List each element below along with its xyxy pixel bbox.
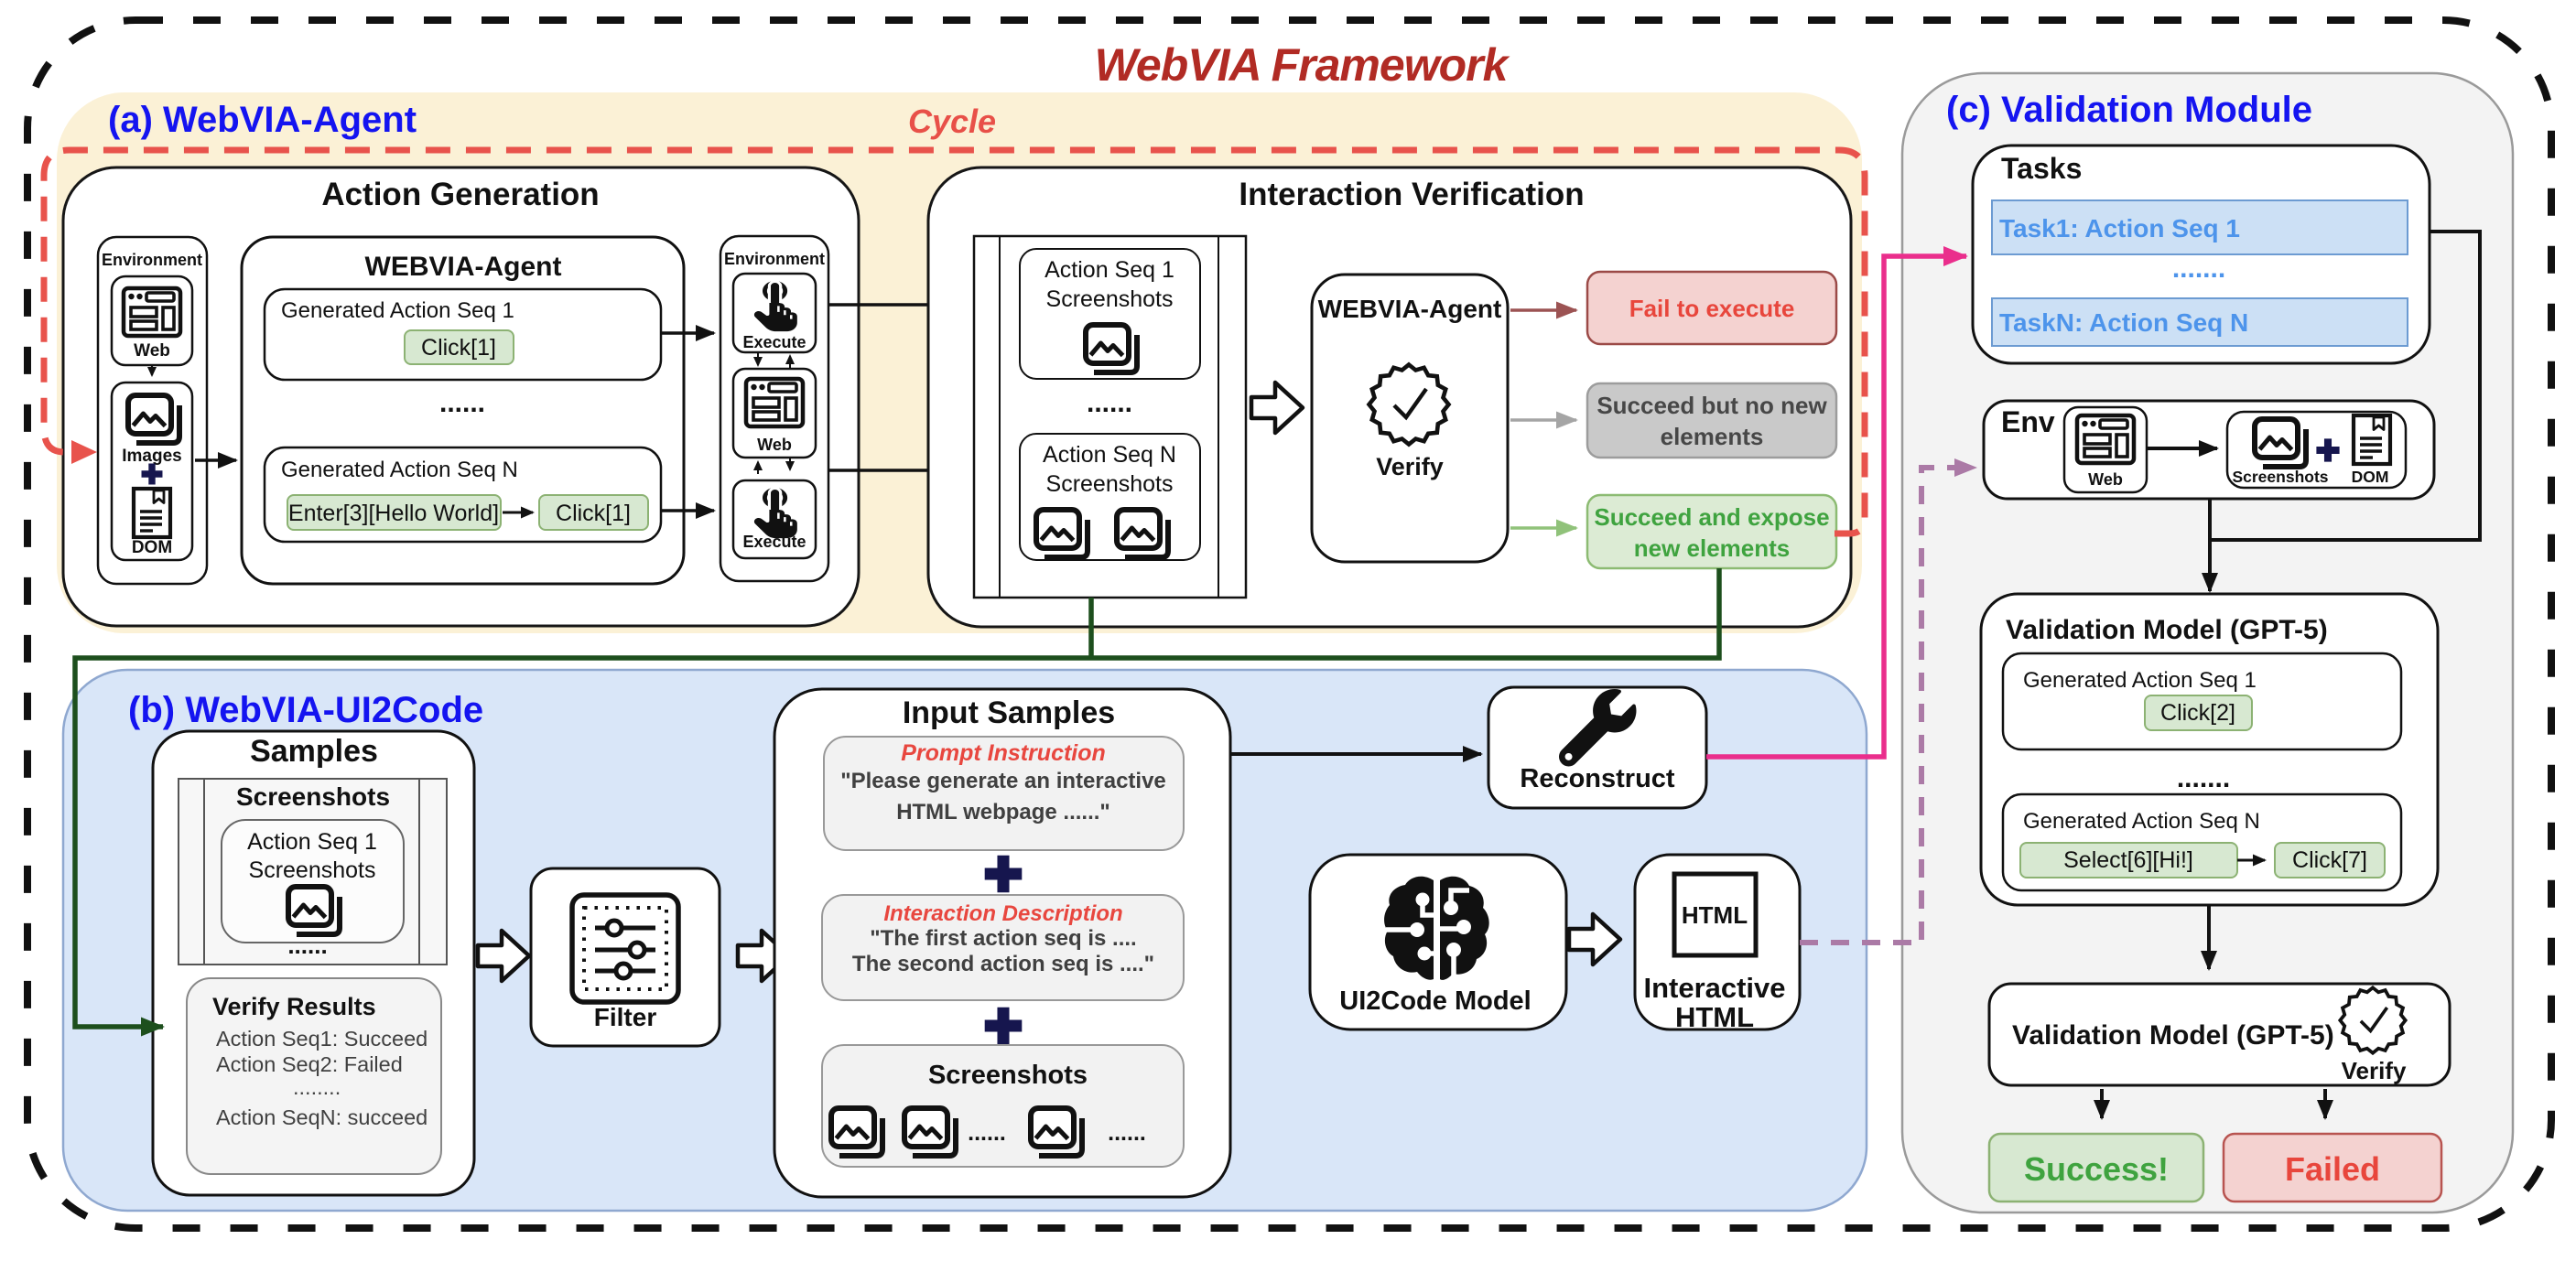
svg-text:......: ...... [1087, 388, 1132, 418]
svg-text:Screenshots: Screenshots [928, 1061, 1088, 1090]
svg-text:DOM: DOM [2352, 468, 2389, 486]
svg-text:Screenshots: Screenshots [1046, 286, 1174, 312]
svg-text:Validation Model (GPT-5): Validation Model (GPT-5) [2012, 1020, 2334, 1051]
svg-text:Interaction Description: Interaction Description [883, 901, 1122, 926]
svg-text:Interaction Verification: Interaction Verification [1239, 177, 1584, 212]
svg-text:......: ...... [1108, 1120, 1146, 1146]
svg-text:Succeed and expose: Succeed and expose [1594, 503, 1829, 531]
svg-text:new elements: new elements [1634, 534, 1791, 562]
svg-text:Task1: Action Seq 1: Task1: Action Seq 1 [1999, 214, 2240, 242]
svg-text:Web: Web [757, 436, 792, 454]
svg-text:Tasks: Tasks [2001, 152, 2082, 185]
svg-text:Validation Model (GPT-5): Validation Model (GPT-5) [2006, 615, 2328, 645]
svg-text:TaskN: Action Seq N: TaskN: Action Seq N [1999, 308, 2248, 337]
svg-text:Filter: Filter [594, 1003, 657, 1031]
svg-text:Success!: Success! [2024, 1150, 2169, 1188]
svg-text:......: ...... [287, 932, 327, 959]
svg-text:WEBVIA-Agent: WEBVIA-Agent [1318, 295, 1502, 323]
svg-text:"The first action seq is ....: "The first action seq is .... [870, 926, 1136, 951]
svg-text:.......: ....... [2172, 253, 2225, 284]
svg-text:Reconstruct: Reconstruct [1520, 764, 1675, 793]
svg-text:HTML: HTML [1675, 1001, 1754, 1033]
svg-text:Interactive: Interactive [1643, 972, 1785, 1004]
svg-text:The second action seq is ....": The second action seq is ...." [852, 952, 1154, 976]
svg-text:Generated Action Seq N: Generated Action Seq N [2023, 809, 2260, 834]
svg-text:Verify: Verify [1376, 453, 1444, 480]
svg-text:Environment: Environment [102, 251, 202, 269]
svg-text:Action Seq N: Action Seq N [1043, 442, 1176, 468]
svg-text:Screenshots: Screenshots [249, 857, 376, 883]
svg-text:.......: ....... [2177, 763, 2230, 793]
svg-text:Generated Action Seq 1: Generated Action Seq 1 [2023, 668, 2257, 693]
svg-text:Select[6][Hi!]: Select[6][Hi!] [2063, 847, 2193, 873]
svg-text:Prompt Instruction: Prompt Instruction [901, 740, 1106, 766]
svg-text:Execute: Execute [742, 333, 806, 351]
svg-text:......: ...... [439, 388, 485, 418]
svg-text:HTML webpage ......": HTML webpage ......" [896, 800, 1110, 824]
svg-text:Enter[3][Hello World]: Enter[3][Hello World] [288, 501, 499, 526]
svg-text:........: ........ [293, 1075, 341, 1099]
svg-text:Failed: Failed [2285, 1150, 2380, 1188]
svg-text:Action Seq 1: Action Seq 1 [1044, 257, 1174, 283]
svg-text:Verify Results: Verify Results [212, 993, 376, 1020]
svg-text:Click[1]: Click[1] [556, 501, 631, 526]
svg-text:Screenshots: Screenshots [2232, 468, 2328, 486]
svg-text:Web: Web [2088, 470, 2123, 489]
svg-text:DOM: DOM [132, 538, 172, 557]
svg-text:......: ...... [968, 1120, 1006, 1146]
svg-text:Web: Web [134, 341, 170, 361]
svg-text:Screenshots: Screenshots [236, 782, 390, 811]
svg-text:HTML: HTML [1682, 901, 1748, 929]
svg-text:UI2Code Model: UI2Code Model [1339, 986, 1531, 1016]
svg-text:Action Seq1: Succeed: Action Seq1: Succeed [216, 1027, 428, 1051]
svg-text:WebVIA Framework: WebVIA Framework [1095, 39, 1510, 91]
svg-text:Action Generation: Action Generation [321, 177, 599, 212]
svg-text:Verify: Verify [2342, 1057, 2407, 1084]
svg-text:(a) WebVIA-Agent: (a) WebVIA-Agent [108, 100, 417, 140]
svg-text:Click[1]: Click[1] [421, 335, 496, 361]
svg-text:Action Seq 1: Action Seq 1 [247, 829, 377, 855]
svg-text:Generated Action Seq 1: Generated Action Seq 1 [281, 298, 514, 323]
svg-text:(c) Validation Module: (c) Validation Module [1946, 90, 2312, 130]
svg-text:Cycle: Cycle [908, 102, 996, 140]
svg-text:Execute: Execute [742, 533, 806, 551]
svg-text:Samples: Samples [250, 734, 378, 769]
svg-text:WEBVIA-Agent: WEBVIA-Agent [365, 252, 562, 282]
svg-text:Action Seq2: Failed: Action Seq2: Failed [216, 1052, 403, 1076]
svg-text:Input Samples: Input Samples [903, 695, 1115, 730]
svg-text:"Please generate an interactiv: "Please generate an interactive [840, 769, 1166, 793]
svg-text:(b) WebVIA-UI2Code: (b) WebVIA-UI2Code [128, 690, 483, 730]
svg-text:Screenshots: Screenshots [1046, 471, 1174, 497]
svg-text:Fail to execute: Fail to execute [1629, 295, 1795, 322]
svg-text:elements: elements [1661, 423, 1764, 450]
svg-text:Succeed but no new: Succeed but no new [1596, 392, 1827, 419]
svg-text:Images: Images [122, 447, 181, 466]
svg-text:Env: Env [2001, 405, 2055, 438]
svg-text:Action SeqN: succeed: Action SeqN: succeed [216, 1105, 428, 1129]
svg-text:Click[7]: Click[7] [2292, 847, 2367, 873]
svg-text:Click[2]: Click[2] [2160, 700, 2235, 726]
svg-text:Generated Action Seq N: Generated Action Seq N [281, 458, 518, 482]
svg-text:Environment: Environment [724, 250, 825, 268]
